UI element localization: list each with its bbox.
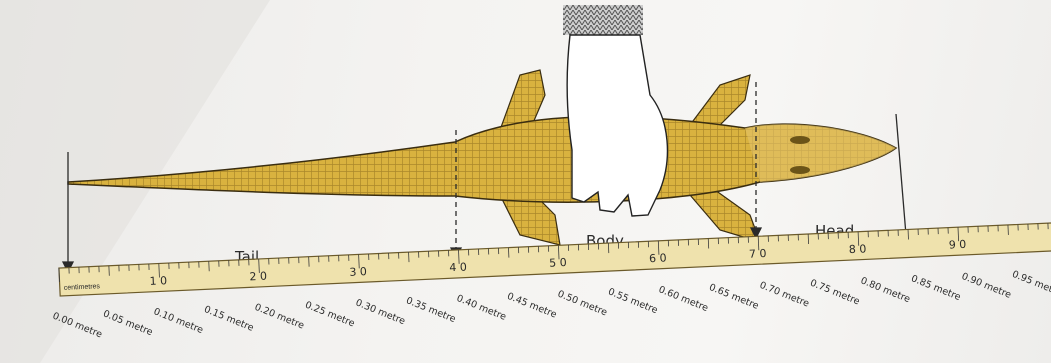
metre-mark-label: 0.10 metre (152, 306, 205, 336)
metre-mark-label: 0.20 metre (253, 302, 306, 332)
ruler-cm-number: 1 0 (149, 274, 167, 288)
metre-mark-label: 0.90 metre (960, 271, 1013, 301)
ruler-cm-number: 5 0 (549, 256, 567, 270)
ruler-cm-number: 3 0 (349, 265, 367, 279)
metre-mark-label: 0.50 metre (556, 289, 609, 319)
metre-mark-label: 0.40 metre (455, 293, 508, 323)
ruler-cm-number: 2 0 (249, 270, 267, 284)
ruler-cm-number: 9 0 (948, 238, 966, 252)
metre-mark-label: 0.30 metre (354, 297, 407, 327)
ruler-cm-number: 8 0 (849, 242, 867, 256)
metre-mark-label: 0.80 metre (859, 275, 912, 305)
ruler-cm-number: 6 0 (649, 251, 667, 265)
metre-mark-label: 0.35 metre (404, 295, 457, 325)
metre-mark-label: 0.05 metre (101, 308, 154, 338)
metre-mark-label: 0.45 metre (505, 291, 558, 321)
metre-mark-label: 0.85 metre (909, 273, 962, 303)
metre-mark-label: 0.55 metre (606, 286, 659, 316)
metre-mark-label: 0.95 metre (1010, 269, 1051, 299)
hand-illustration (563, 5, 667, 216)
metre-mark-label: 0.70 metre (758, 280, 811, 310)
ruler-cm-number: 4 0 (449, 261, 467, 275)
metre-mark-label: 0.15 metre (202, 304, 255, 334)
metre-mark-label: 0.25 metre (303, 300, 356, 330)
metre-mark-label: 0.75 metre (808, 278, 861, 308)
metre-mark-label: 0.65 metre (707, 282, 760, 312)
metre-mark-label: 0.60 metre (657, 284, 710, 314)
ruler-cm-number: 7 0 (749, 247, 767, 261)
